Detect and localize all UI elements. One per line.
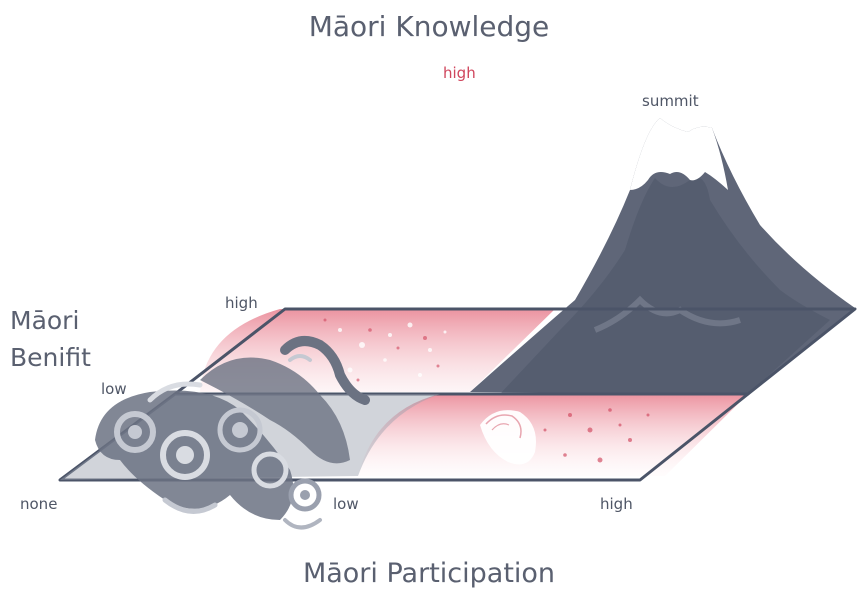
benefit-title-line2: Benifit xyxy=(10,343,91,372)
sparkle-dots-front xyxy=(543,408,650,463)
summit-label: summit xyxy=(642,92,699,110)
participation-axis-title: Māori Participation xyxy=(302,558,556,589)
lower-plane-outline xyxy=(58,392,750,482)
knowledge-high-label: high xyxy=(443,64,476,82)
waves-illustration xyxy=(95,336,370,530)
participation-low-label: low xyxy=(333,495,359,513)
participation-band-front xyxy=(358,394,748,476)
participation-high-label: high xyxy=(600,495,633,513)
shell-icon xyxy=(480,410,536,465)
sparkle-dots-back-red xyxy=(323,318,440,382)
sparkle-dots-back xyxy=(338,322,447,377)
knowledge-axis-title: Māori Knowledge xyxy=(308,10,550,43)
benefit-low-label: low xyxy=(101,380,127,398)
benefit-axis-title: Māori Benifit xyxy=(10,302,91,376)
origin-none-label: none xyxy=(20,495,58,513)
mountain-illustration xyxy=(470,118,855,394)
benefit-high-label: high xyxy=(225,294,258,312)
benefit-title-line1: Māori xyxy=(10,306,80,335)
